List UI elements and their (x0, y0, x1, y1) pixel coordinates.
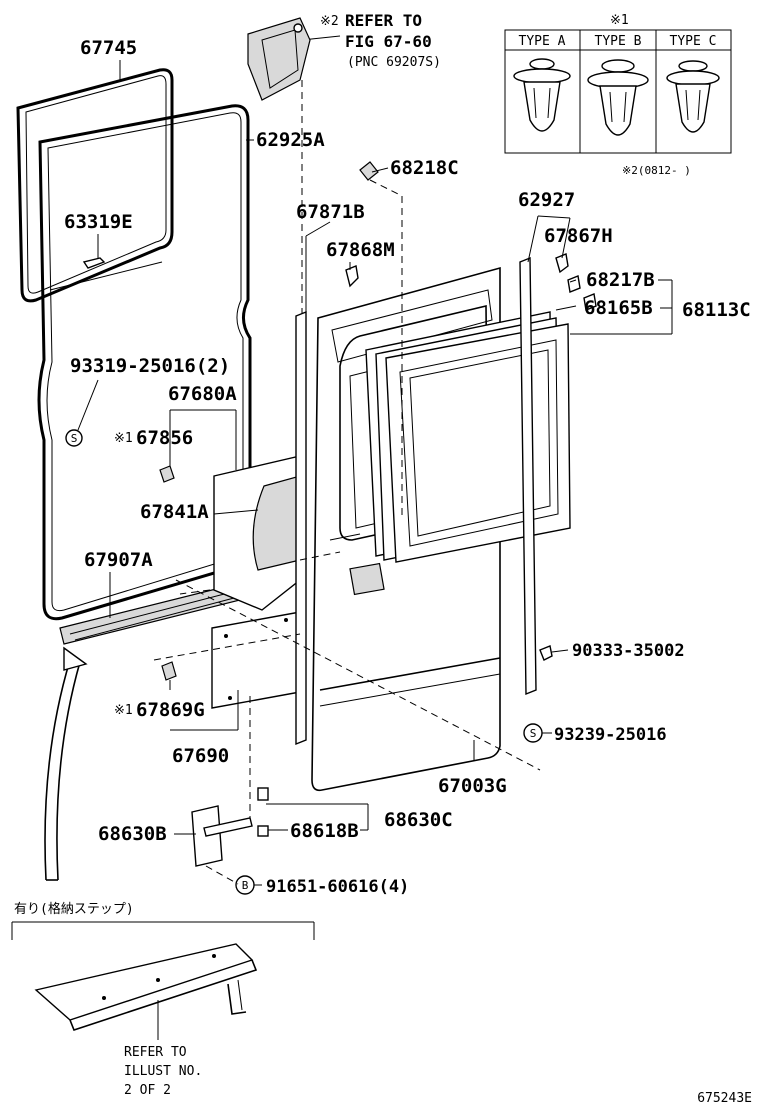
label-67907A: 67907A (84, 549, 153, 571)
clip-table-note-marker: ※1 (610, 13, 629, 28)
label-67690: 67690 (172, 745, 229, 767)
stud-marker-right: S (530, 727, 537, 740)
label-68630B: 68630B (98, 823, 167, 845)
hinge-assembly-drawing (191, 787, 269, 885)
clip-type-table: TYPE A TYPE B TYPE C ※1 ※2(0812- ) (504, 13, 732, 177)
step-note-line3: 2 OF 2 (124, 1083, 171, 1098)
label-68218C: 68218C (390, 157, 459, 179)
clip-type-b-drawing (587, 59, 649, 136)
reference-note: ※2 REFER TO FIG 67-60 (PNC 69207S) (301, 11, 441, 70)
fasteners-drawing: S S B (65, 161, 597, 895)
clip-type-c-header: TYPE C (670, 34, 717, 49)
label-62927: 62927 (518, 189, 575, 211)
label-91651-60616: 91651-60616(4) (266, 877, 409, 897)
trim-panel-lower-drawing (211, 611, 301, 709)
stud-marker-left: S (71, 432, 78, 445)
label-68165B: 68165B (584, 297, 653, 319)
label-68113C: 68113C (682, 299, 751, 321)
reference-note-line1: REFER TO (345, 11, 422, 30)
bolt-marker: B (242, 879, 249, 892)
label-67871B: 67871B (296, 201, 365, 223)
door-glass-drawing (365, 311, 571, 563)
label-67869G: 67869G (136, 699, 205, 721)
label-67867H: 67867H (544, 225, 613, 247)
clip-type-b-header: TYPE B (595, 34, 642, 49)
trim-panel-upper-drawing (213, 455, 301, 611)
weatherstrip-outer-drawing (16, 68, 174, 303)
part-labels: 67745 62925A 63319E 68218C 62927 67871B … (64, 37, 751, 897)
label-62925A: 62925A (256, 129, 325, 151)
label-90333-35002: 90333-35002 (572, 641, 685, 661)
label-63319E: 63319E (64, 211, 133, 233)
storage-step-drawing (34, 943, 258, 1031)
step-reference-arrow (44, 646, 88, 881)
label-68618B: 68618B (290, 820, 359, 842)
label-68217B: 68217B (586, 269, 655, 291)
label-67868M: 67868M (326, 239, 395, 261)
clip-type-c-drawing (666, 60, 720, 133)
illustration-id: 675243E (697, 1091, 752, 1106)
clip-type-a-drawing (513, 58, 571, 132)
label-93319-25016: 93319-25016(2) (70, 355, 230, 377)
step-note-title: 有り(格納ステップ) (14, 901, 134, 917)
step-note-line2: ILLUST NO. (124, 1064, 202, 1079)
door-channel-right-drawing (519, 256, 537, 696)
label-67745: 67745 (80, 37, 137, 59)
clip-table-footnote: ※2(0812- ) (622, 164, 691, 177)
reference-note-line2: FIG 67-60 (345, 32, 432, 51)
assembly-dash-lines (153, 179, 541, 820)
reference-note-marker: ※2 (320, 14, 339, 29)
label-67856-note-marker: ※1 (114, 431, 133, 446)
label-67680A: 67680A (168, 383, 237, 405)
label-67841A: 67841A (140, 501, 209, 523)
clip-type-a-header: TYPE A (519, 34, 566, 49)
reference-note-line3: (PNC 69207S) (347, 55, 441, 70)
label-67003G: 67003G (438, 775, 507, 797)
label-67869G-note-marker: ※1 (114, 703, 133, 718)
step-note-line1: REFER TO (124, 1045, 187, 1060)
leader-lines (77, 60, 673, 886)
label-67856: 67856 (136, 427, 193, 449)
door-channel-left-drawing (295, 236, 307, 746)
label-68630C: 68630C (384, 809, 453, 831)
step-note: 有り(格納ステップ) REFER TO ILLUST NO. 2 OF 2 (11, 901, 315, 1098)
label-93239-25016: 93239-25016 (554, 725, 667, 745)
